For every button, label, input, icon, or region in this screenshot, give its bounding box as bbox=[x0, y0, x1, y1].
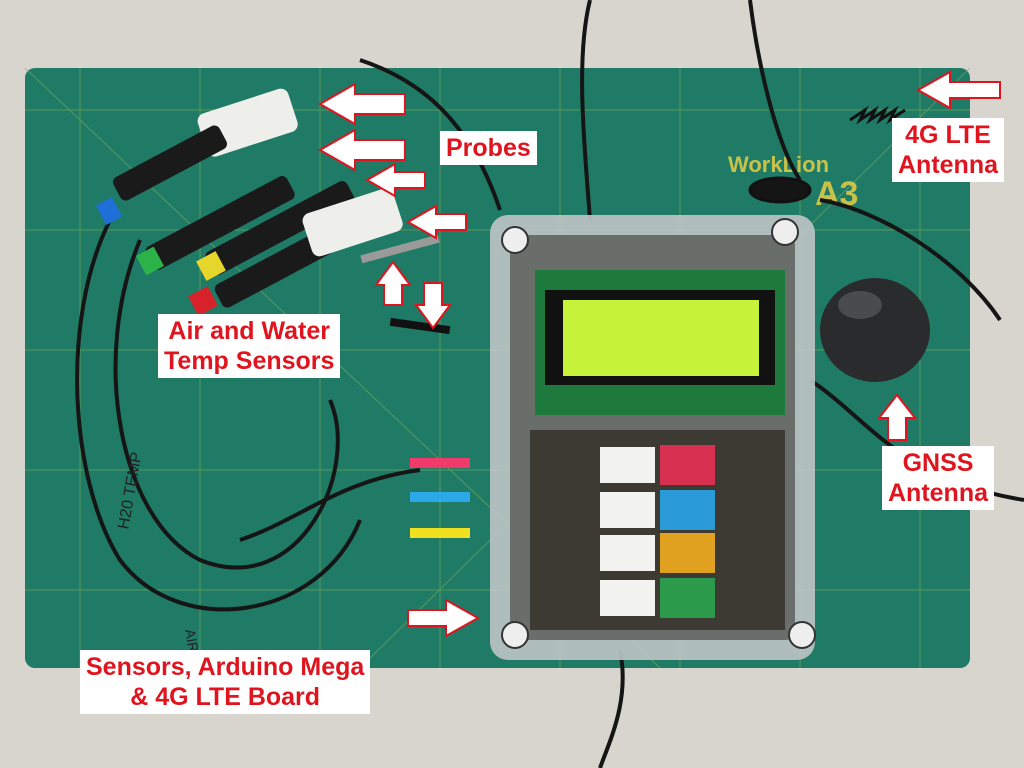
arrow-left-icon bbox=[405, 204, 467, 240]
label-text: Antenna bbox=[888, 479, 988, 507]
label-text: Probes bbox=[446, 134, 531, 162]
tape-air: AIR bbox=[182, 628, 202, 654]
label-text: 4G LTE bbox=[905, 121, 991, 149]
arrow-left-icon bbox=[317, 82, 406, 126]
label-probes: Probes bbox=[440, 131, 537, 165]
label-lte-antenna: 4G LTE Antenna bbox=[892, 118, 1004, 182]
label-text: Air and Water bbox=[168, 317, 331, 345]
lte-antenna bbox=[748, 105, 906, 204]
probes bbox=[95, 88, 451, 335]
arrow-left-icon bbox=[317, 128, 406, 172]
mat-brand: WorkLion bbox=[728, 152, 829, 177]
arrow-left-icon bbox=[364, 162, 426, 198]
enclosure bbox=[490, 215, 816, 660]
sensor-boards bbox=[600, 445, 715, 618]
lcd-screen bbox=[563, 300, 759, 376]
label-text: Temp Sensors bbox=[164, 347, 335, 375]
gnss-antenna bbox=[820, 278, 930, 382]
arrow-right-icon bbox=[407, 598, 481, 638]
arrow-left-icon bbox=[915, 70, 1001, 110]
arrow-up-icon bbox=[876, 393, 918, 441]
annotation-arrows bbox=[317, 70, 1001, 638]
label-gnss-antenna: GNSS Antenna bbox=[882, 446, 994, 510]
label-text: GNSS bbox=[902, 449, 974, 477]
label-text: Antenna bbox=[898, 151, 998, 179]
label-temp-sensors: Air and Water Temp Sensors bbox=[158, 314, 341, 378]
label-text: Sensors, Arduino Mega bbox=[86, 653, 365, 681]
label-board: Sensors, Arduino Mega & 4G LTE Board bbox=[80, 650, 371, 714]
arrow-down-icon bbox=[414, 282, 452, 330]
arrow-up-icon bbox=[374, 260, 412, 306]
label-text: & 4G LTE Board bbox=[130, 683, 321, 711]
